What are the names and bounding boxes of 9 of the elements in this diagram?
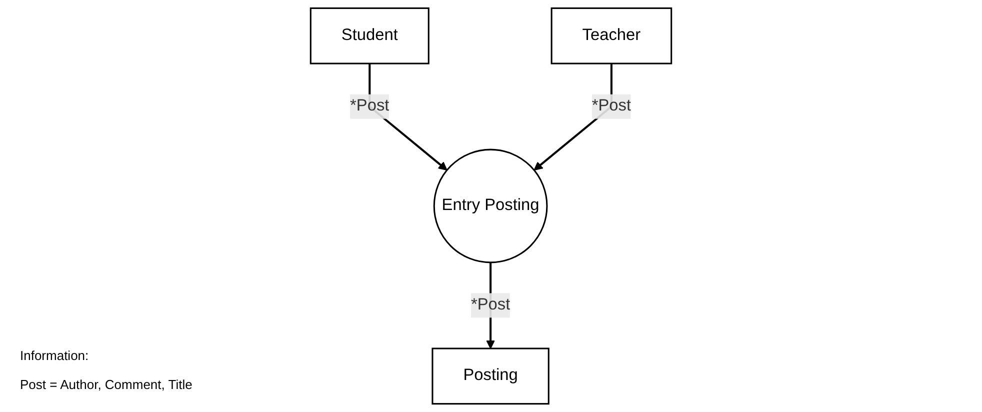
note-text: Post = Author, Comment, Title bbox=[20, 377, 192, 392]
node-box: Posting bbox=[432, 348, 550, 405]
node-box: Student bbox=[310, 7, 430, 64]
edge-label: *Post bbox=[470, 296, 510, 314]
edge-label: *Post bbox=[592, 97, 632, 115]
node-circle: Entry Posting bbox=[433, 148, 548, 264]
note-text: Information: bbox=[20, 348, 90, 363]
edge-label: *Post bbox=[350, 97, 390, 115]
node-box: Teacher bbox=[550, 7, 672, 64]
